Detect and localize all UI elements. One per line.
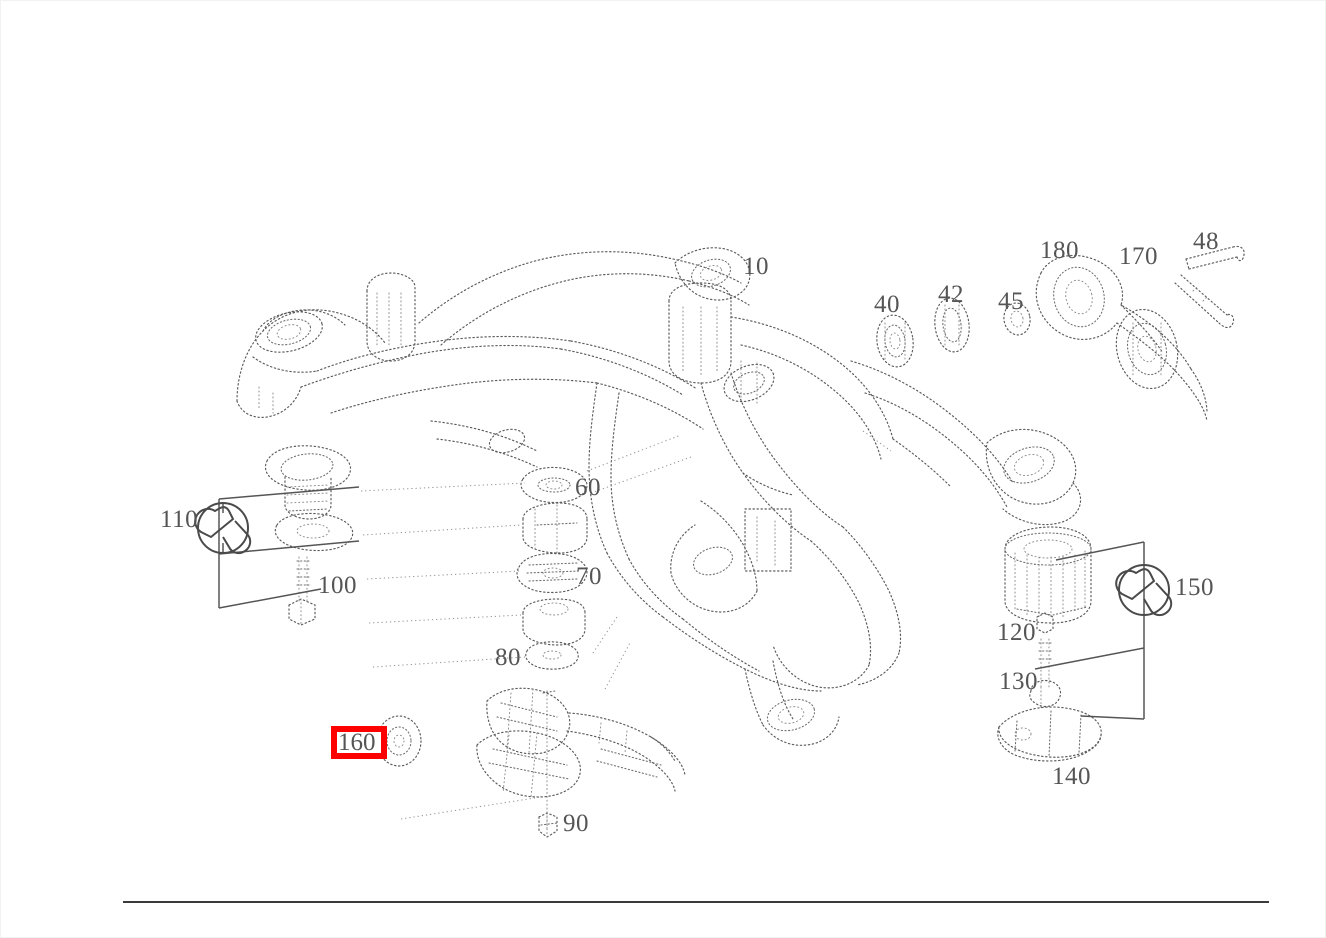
callout-label-140: 140 [1052,763,1091,790]
callout-label-42: 42 [938,281,964,308]
callout-label-110: 110 [160,506,199,533]
part-170-flange [1115,308,1179,390]
leader-lines [360,430,892,820]
callout-label-130: 130 [999,668,1038,695]
wrench-150-marker[interactable] [1115,564,1173,617]
highlight-box-160 [331,726,387,759]
part-42-ring [934,297,970,353]
callout-label-180: 180 [1040,237,1079,264]
callout-label-48: 48 [1193,228,1219,255]
part-stack-right [997,526,1102,762]
callout-label-40: 40 [874,291,900,318]
callout-label-60: 60 [575,474,601,501]
part-45-washer [1003,302,1031,336]
callout-label-100: 100 [318,572,357,599]
callout-label-160: 160 [338,729,376,756]
callout-label-150: 150 [1175,574,1214,601]
callout-label-45: 45 [998,288,1024,315]
bracket-right [1034,541,1145,720]
part-180-bracket [1035,254,1208,422]
callout-label-90: 90 [563,810,589,837]
part-stack-center [376,466,686,838]
subframe-assembly [236,247,1082,746]
callout-label-10: 10 [743,253,769,280]
part-48-bolt [1174,245,1245,329]
callout-label-170: 170 [1119,243,1158,270]
callout-label-70: 70 [576,563,602,590]
part-40-bushing [876,314,914,368]
callout-label-80: 80 [495,644,521,671]
part-stack-left [265,445,354,626]
callout-label-120: 120 [997,619,1036,646]
footer-divider [123,901,1269,903]
wrench-110-marker[interactable] [194,502,252,555]
